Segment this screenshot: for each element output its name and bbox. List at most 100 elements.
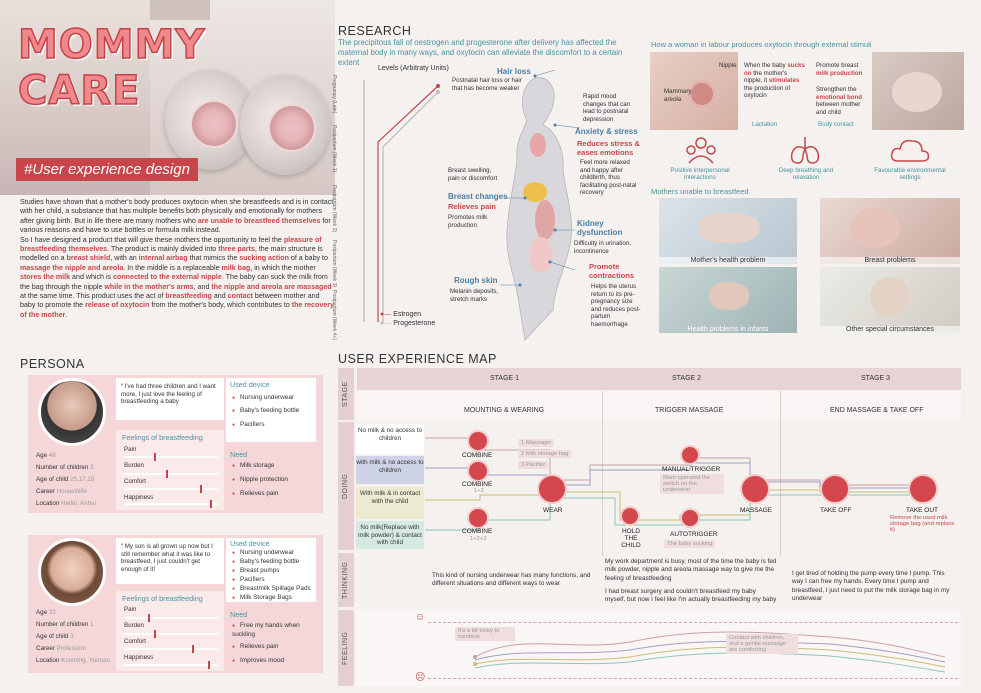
comfort-slider-2 <box>124 645 218 653</box>
need-title-1: Need <box>230 450 248 459</box>
cond-milk-no-child: with milk & no access to children <box>356 456 424 484</box>
hero-subtitle: #User experience design <box>16 158 198 181</box>
happiness-slider-1 <box>124 500 218 508</box>
relieves-pain: Relieves pain <box>448 202 496 211</box>
progesterone-point <box>436 90 440 94</box>
photo-mother-health: Mother's health problem <box>659 198 797 264</box>
autotrigger-sub: The baby sucking <box>664 540 716 548</box>
cloud-icon <box>890 139 930 162</box>
massage-node[interactable] <box>740 474 770 504</box>
estrogen-line <box>377 85 439 322</box>
hair-loss-desc: Postnatal hair loss or hair that has bec… <box>452 77 522 92</box>
combine-node-1[interactable] <box>467 430 489 452</box>
lactation-label: Lactation <box>752 121 778 128</box>
comfort-slider-1 <box>124 485 218 493</box>
progesterone-line <box>382 91 439 322</box>
take-out-sub: Remove the used milk storage bag (and re… <box>890 515 955 533</box>
thinking-2a: My work department is busy, most of the … <box>605 558 777 582</box>
happy-face-icon: ☺ <box>415 612 426 623</box>
rough-skin-desc: Melanin deposits, stretch marks <box>450 288 499 303</box>
reduces-stress-desc: Feel more relaxed and happy after childb… <box>580 159 637 197</box>
stage-label-3: Postpartum (Week 3) <box>331 240 337 288</box>
wear-label: WEAR <box>543 507 563 514</box>
stage-label-4: Postpartum (Week 4+) <box>331 290 337 341</box>
pump-right-icon <box>268 104 316 152</box>
mother-baby-photo <box>872 52 964 130</box>
intro-text: Studies have shown that a mother's body … <box>20 198 334 319</box>
stage-label-2: Postpartum (Week 2) <box>331 185 337 233</box>
take-off-node[interactable] <box>820 474 850 504</box>
cond-powder-child: No milk(Replace with milk powder) & cont… <box>356 521 424 549</box>
feeling-tab: FEELING <box>338 610 354 686</box>
feeling-curves <box>473 631 946 673</box>
manual-trigger-node[interactable] <box>680 445 700 465</box>
promote-contractions-desc: Helps the uterus return to its pre-pregn… <box>591 283 641 328</box>
breast-diagram-photo: Mammary areola <box>650 52 738 130</box>
photo-other: Other special circumstances <box>820 267 960 333</box>
cond-no-milk-no-child: No milk & no access to children <box>356 424 424 454</box>
photo-infant-health: Health problems in infants <box>659 267 797 333</box>
tag-massager: 1 Massager <box>518 439 555 447</box>
manual-trigger-sub: Mom operated the switch on the underwear <box>660 474 724 494</box>
stage1-sub: MOUNTING & WEARING <box>464 407 545 414</box>
stage-label-0: Pregnancy (Late) <box>331 75 337 114</box>
legend-progesterone: ●— Progesterone <box>380 320 436 327</box>
promote-milk-desc: Promote breast milk production <box>816 62 863 77</box>
avatar-2 <box>38 538 106 606</box>
lungs-icon <box>790 137 820 164</box>
combine-node-2[interactable] <box>467 460 489 482</box>
rough-skin-title: Rough skin <box>454 276 498 285</box>
mammary-label: Mammary areola <box>664 88 692 103</box>
stage-tab: STAGE <box>338 368 354 420</box>
stage3-sub: END MASSAGE & TAKE OFF <box>830 407 924 414</box>
feel-title-2: Feelings of breastfeeding <box>122 594 203 603</box>
burden-slider-1 <box>124 470 218 478</box>
levels-title: Levels (Arbitraty Units) <box>378 65 449 72</box>
legend-estrogen: ●— Estrogen <box>380 311 422 318</box>
mood-desc: Rapid mood changes that can lead to post… <box>583 93 631 123</box>
photo-breast-problems: Breast problems <box>820 198 960 264</box>
hero-title: MOMMY CARE <box>17 21 206 115</box>
hold-child-node[interactable] <box>620 506 640 526</box>
stage1-label: STAGE 1 <box>490 375 520 382</box>
kidney-desc: Difficulty in urination, incontinence <box>574 240 631 255</box>
body-silhouette <box>506 77 572 341</box>
stage2-label: STAGE 2 <box>672 375 702 382</box>
nipple-label: Nipple <box>719 62 737 69</box>
thinking-1: This kind of nursing underwear has many … <box>432 572 591 588</box>
relieves-pain-desc: Promotes milk production <box>448 214 488 229</box>
pain-slider-1 <box>124 453 218 461</box>
tag-pacifier: 3 Pacifier <box>518 461 549 469</box>
pump-left-icon <box>190 100 238 148</box>
doing-tab: DOING <box>338 422 354 550</box>
used-title-2: Used device <box>230 539 270 548</box>
pain-slider-2 <box>124 614 218 622</box>
environment-label: Favourable environmental settings <box>874 167 946 181</box>
thinking-tab: THINKING <box>338 553 354 607</box>
stage2-sub: TRIGGER MASSAGE <box>655 407 724 414</box>
wear-node[interactable] <box>537 474 567 504</box>
anxiety-title: Anxiety & stress <box>575 127 638 136</box>
kidney-title: Kidney dysfunction <box>577 219 623 237</box>
hormone-chart <box>363 80 440 322</box>
baby-sucks-desc: When the baby sucks on the mother's nipp… <box>744 62 805 100</box>
stage-label-1: Postpartum (Week 1) <box>331 125 337 173</box>
take-out-node[interactable] <box>908 474 938 504</box>
persona-title: PERSONA <box>20 357 85 371</box>
combine-node-3[interactable] <box>467 507 489 529</box>
body-contact-label: Body contact <box>818 121 854 128</box>
hero-banner: MOMMY CARE #User experience design <box>0 0 335 195</box>
sad-face-icon: ☹ <box>415 672 426 683</box>
deep-breathing-label: Deep breathing and relaxation <box>778 167 834 181</box>
feel-title-1: Feelings of breastfeeding <box>122 433 203 442</box>
feeling-comforting: Contact with children, and a gentle mass… <box>726 634 798 654</box>
research-title: RESEARCH <box>338 24 412 38</box>
thinking-3: I get tired of holding the pump every ti… <box>792 570 950 603</box>
quote-2: “ My son is all grown up now but I still… <box>121 543 213 573</box>
need-title-2: Need <box>230 610 248 619</box>
tag-milkbag: 2 Milk storage bag <box>518 450 572 458</box>
feeling-tricky: It's a bit tricky to combine <box>455 627 515 641</box>
interpersonal-label: Positive interpersonal interactions <box>670 167 730 181</box>
reduces-stress: Reduces stress & eases emotions <box>577 139 640 157</box>
autotrigger-node[interactable] <box>680 508 700 528</box>
